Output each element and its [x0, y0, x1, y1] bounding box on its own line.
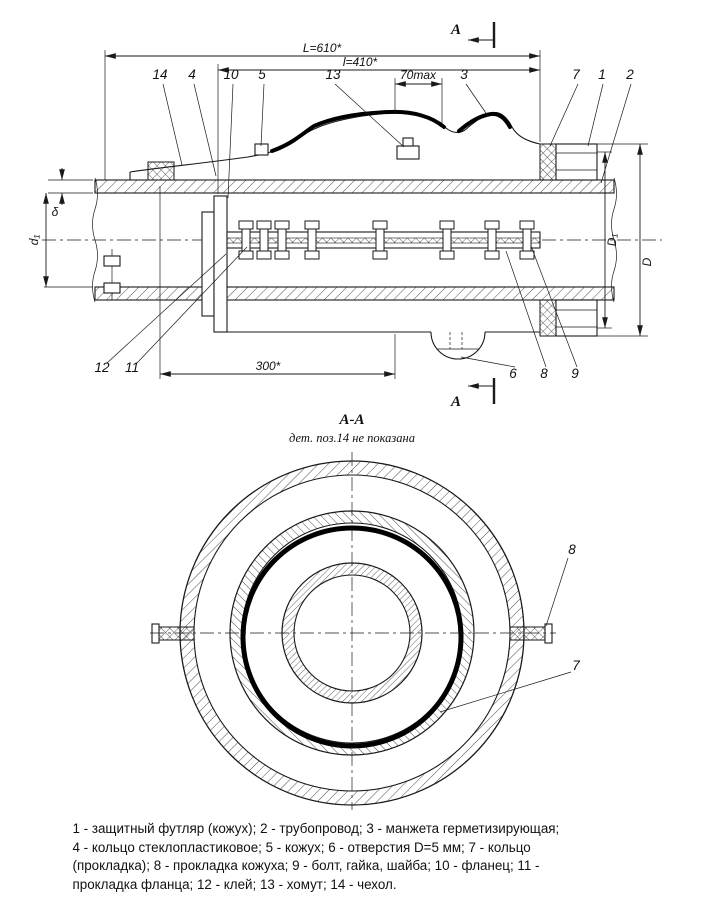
callout-9: 9 — [571, 366, 579, 381]
main-view: L=610* l=410* 70max 300* δ — [27, 22, 662, 410]
casing-bolt — [254, 143, 269, 156]
section-mark-bottom: А — [450, 378, 496, 410]
legend-line-2: 4 - кольцо стеклопластиковое; 5 - кожух;… — [72, 839, 531, 855]
dim-delta-label: δ — [52, 205, 59, 219]
joint-bolt-right — [509, 623, 553, 644]
pipe-upper-wall — [94, 179, 615, 194]
callout-11: 11 — [125, 360, 139, 375]
sealing-sleeve — [270, 109, 512, 153]
callout-7: 7 — [572, 67, 580, 82]
dimension-delta: δ — [48, 168, 93, 219]
dimension-d1: d₁ — [27, 193, 93, 288]
gasket-ring-upper — [539, 143, 557, 181]
casing-outline — [129, 112, 597, 180]
fiberglass-ring — [147, 161, 175, 181]
outer-sleeve-lower — [555, 299, 598, 337]
legend-line-1: 1 - защитный футляр (кожух); 2 - трубопр… — [72, 821, 560, 836]
dimension-D: D — [597, 143, 654, 337]
callout-6: 6 — [509, 366, 517, 381]
dim-D1-label: D₁ — [605, 234, 619, 247]
callout-2: 2 — [625, 67, 634, 82]
dimension-70max: 70max — [394, 68, 443, 124]
section-mark-top: А — [450, 22, 496, 48]
technical-drawing: L=610* l=410* 70max 300* δ — [27, 22, 662, 810]
legend-line-4: прокладка фланца; 12 - клей; 13 - хомут;… — [72, 876, 397, 892]
section-callout-8: 8 — [568, 542, 576, 557]
flange — [201, 195, 228, 333]
dim-L-label: L=610* — [303, 41, 342, 55]
clamp — [396, 137, 420, 160]
dimension-D1: D₁ — [597, 151, 619, 329]
outer-sleeve-upper — [555, 143, 598, 181]
casing-bottom — [227, 331, 540, 360]
callout-leaders — [106, 83, 632, 368]
break-line-right — [611, 177, 617, 303]
dim-300-label: 300* — [256, 359, 281, 373]
callout-12: 12 — [94, 360, 110, 375]
dim-D-label: D — [640, 257, 654, 266]
break-line-left — [92, 177, 98, 303]
clamp-detail — [103, 249, 121, 300]
legend-line-3: (прокладка); 8 - прокладка кожуха; 9 - б… — [72, 858, 540, 873]
section-caption: А-А — [338, 412, 364, 428]
leader-8 — [545, 557, 569, 627]
callout-5: 5 — [258, 67, 266, 82]
callout-13: 13 — [325, 67, 341, 82]
callout-1: 1 — [598, 67, 606, 82]
joint-bolt-left — [151, 623, 195, 644]
dim-d1-label: d₁ — [27, 235, 41, 246]
leader-7 — [439, 671, 572, 713]
dimension-300: 300* — [159, 186, 396, 379]
callout-4: 4 — [188, 67, 196, 82]
section-callout-7: 7 — [572, 658, 580, 673]
section-mark-label: А — [450, 22, 461, 38]
section-note: дет. поз.14 не показана — [289, 431, 415, 445]
dim-l-label: l=410* — [343, 55, 378, 69]
legend: 1 - защитный футляр (кожух); 2 - трубопр… — [73, 820, 633, 894]
callout-8: 8 — [540, 366, 548, 381]
dim-70max-label: 70max — [400, 68, 437, 82]
callout-3: 3 — [460, 67, 468, 82]
dimension-L: L=610* — [104, 41, 541, 180]
pipe-lower-wall — [94, 286, 615, 301]
section-mark-label: А — [450, 394, 461, 410]
callout-14: 14 — [152, 67, 167, 82]
section-view: А-А дет. поз.14 не показана 8 7 — [150, 412, 580, 810]
callout-10: 10 — [223, 67, 239, 82]
dimension-l: l=410* — [217, 55, 540, 194]
